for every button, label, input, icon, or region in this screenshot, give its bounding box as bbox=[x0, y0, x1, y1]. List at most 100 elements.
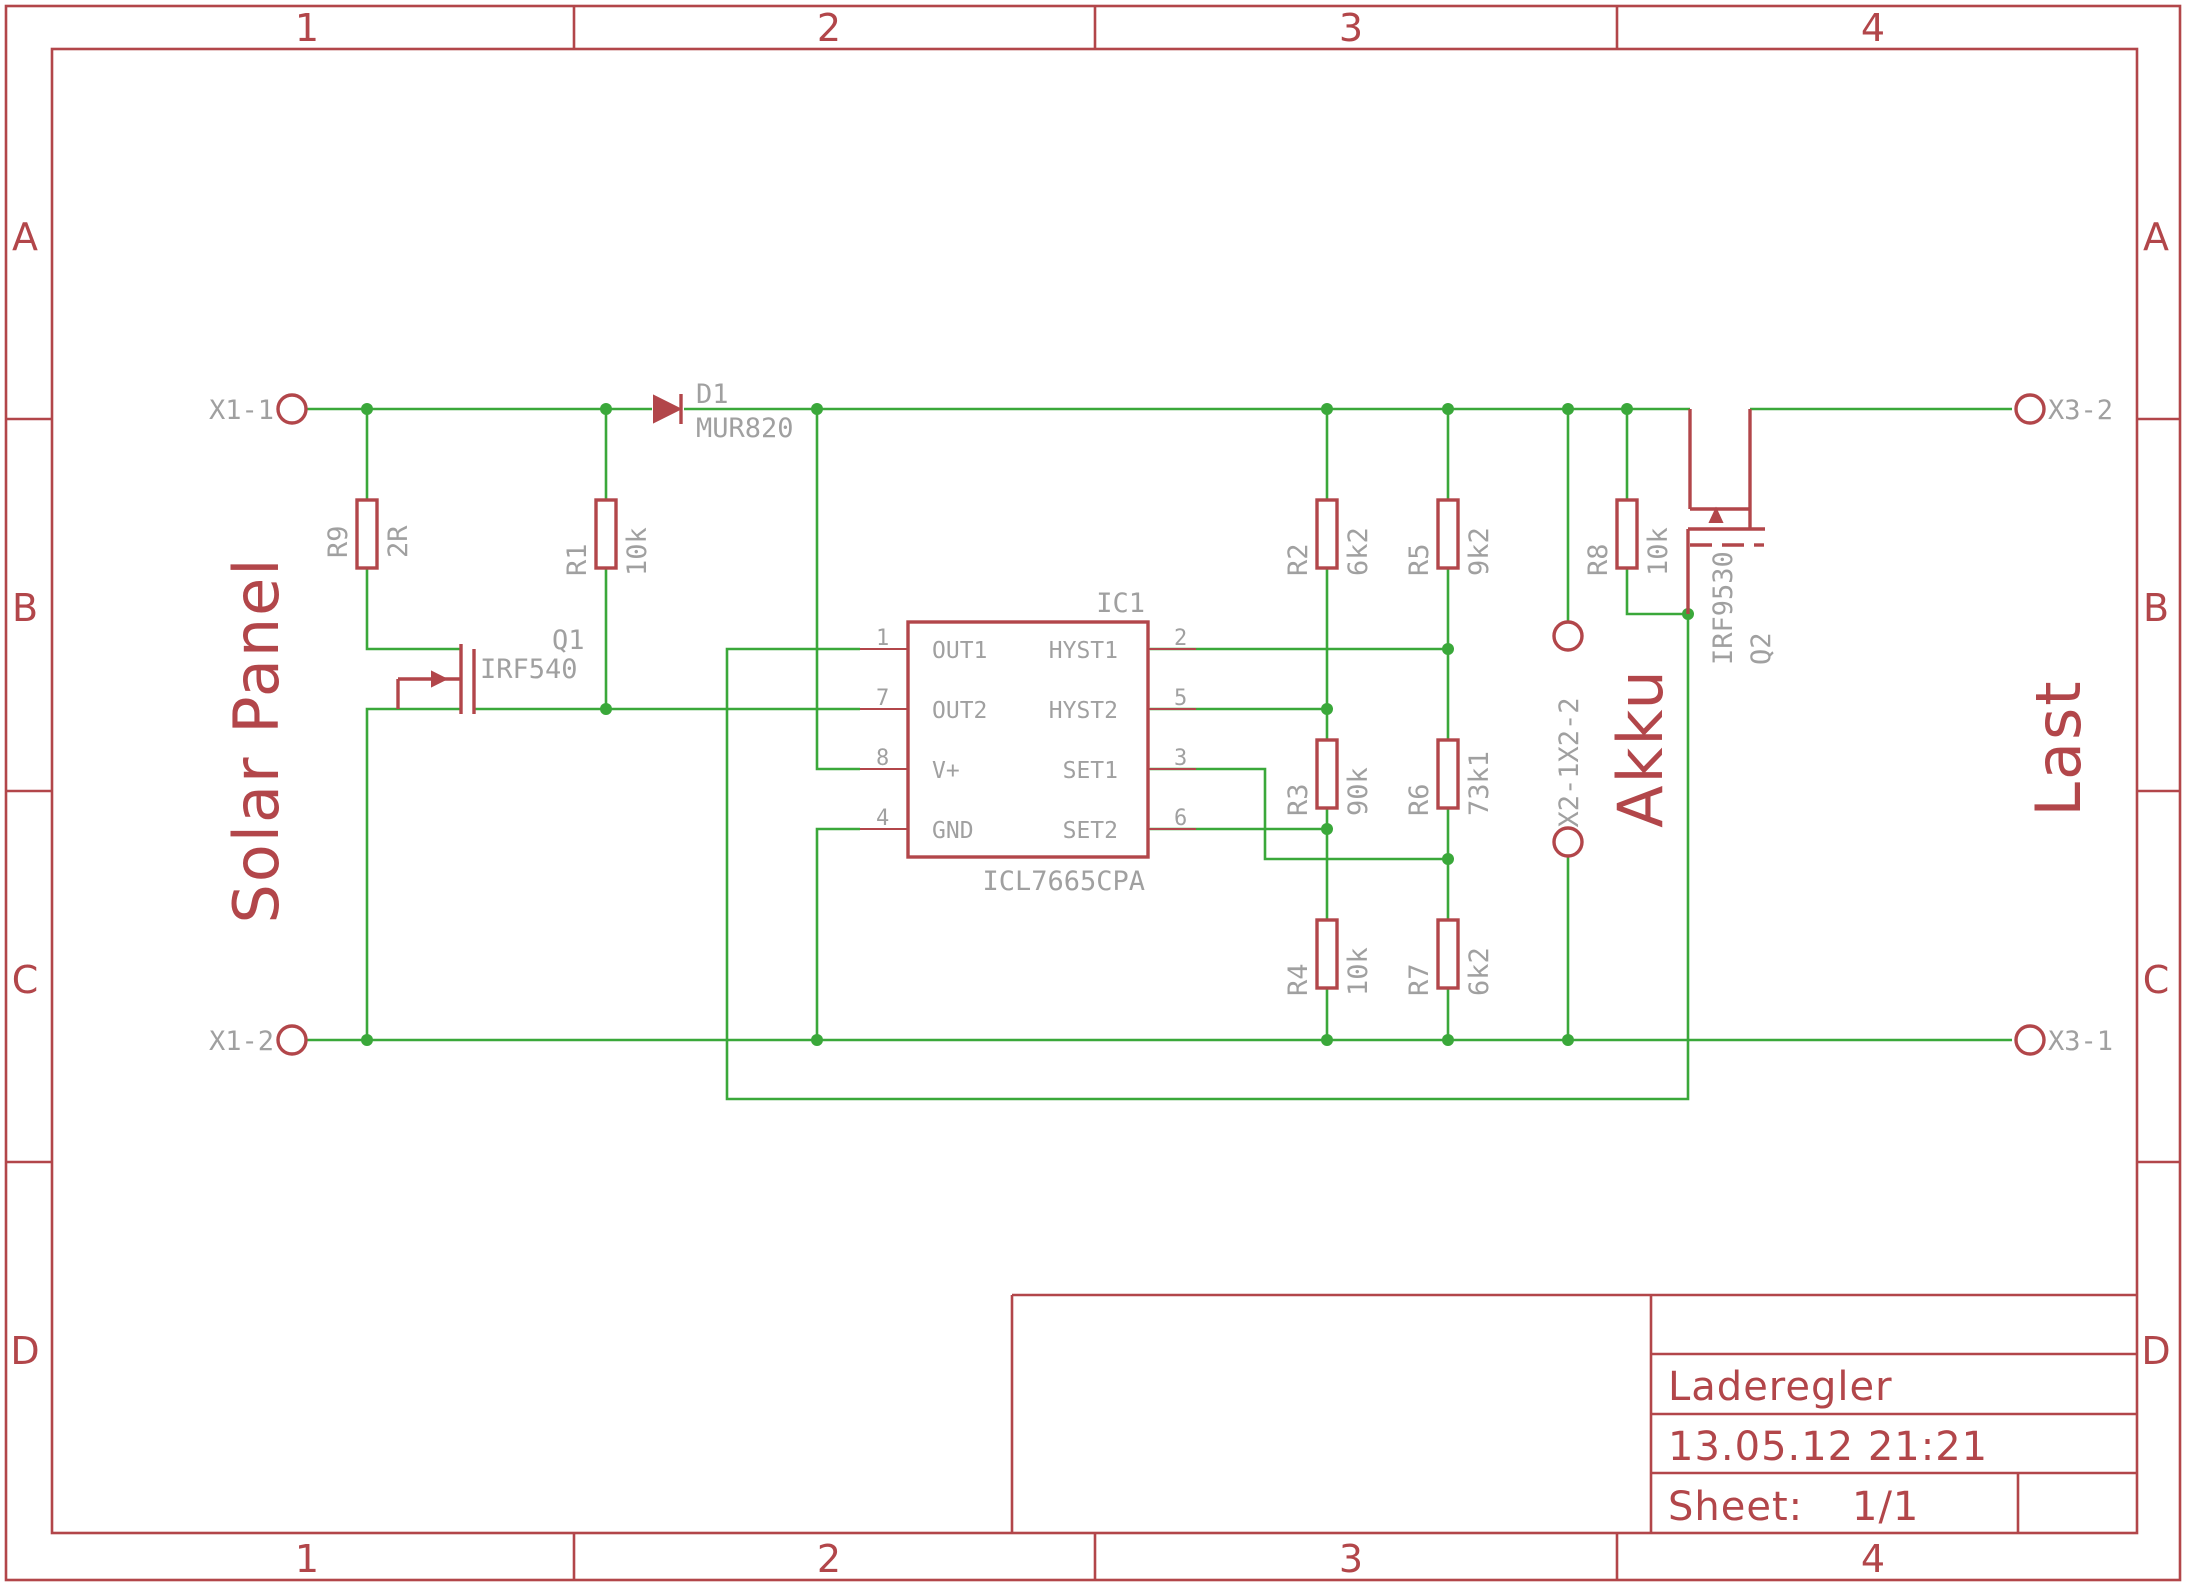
wire-vplus bbox=[815, 409, 860, 771]
resistor-r6: R6 73k1 bbox=[1404, 738, 1495, 816]
resistor-r4: R4 10k bbox=[1283, 918, 1374, 996]
resistor-r8: R8 10k bbox=[1583, 498, 1674, 576]
title-block: Laderegler 13.05.12 21:21 Sheet: 1/1 bbox=[1010, 1293, 2137, 1533]
junction-dot bbox=[600, 403, 612, 415]
component-name: D1 bbox=[696, 379, 729, 410]
component-name: Q1 bbox=[552, 625, 585, 656]
component-name: R8 bbox=[1583, 543, 1614, 576]
mosfet-q2: IRF9530 Q2 bbox=[1686, 409, 1777, 665]
row-label-left: B bbox=[12, 586, 38, 630]
column-label-top: 4 bbox=[1861, 6, 1885, 50]
junction-dot bbox=[1321, 403, 1333, 415]
connector-label: X1-1 bbox=[209, 395, 274, 426]
row-label-right: A bbox=[2143, 215, 2169, 259]
component-name: R2 bbox=[1283, 543, 1314, 576]
component-value: IRF9530 bbox=[1708, 551, 1739, 665]
connector-x2-1: X2-1 bbox=[1552, 762, 1585, 858]
wire-set1 bbox=[1150, 767, 1448, 861]
ic-pin-number: 6 bbox=[1174, 806, 1187, 831]
wire-gnd bbox=[815, 827, 860, 1040]
connector-label: X3-2 bbox=[2048, 395, 2113, 426]
wire-out1-loop bbox=[725, 614, 1690, 1101]
column-label-bottom: 3 bbox=[1339, 1537, 1363, 1581]
junctions bbox=[361, 403, 1694, 1046]
frame-column-labels: 1 2 3 4 1 2 3 4 bbox=[295, 6, 1885, 1581]
junction-dot bbox=[1621, 403, 1633, 415]
label-akku: Akku bbox=[1604, 668, 1677, 828]
title-block-title: Laderegler bbox=[1668, 1364, 1893, 1410]
mosfet-q1: Q1 IRF540 bbox=[396, 625, 585, 714]
junction-dot bbox=[1321, 823, 1333, 835]
column-label-top: 3 bbox=[1339, 6, 1363, 50]
title-block-sheet-label: Sheet: bbox=[1668, 1484, 1803, 1530]
connector-x3-2: X3-2 bbox=[2014, 393, 2113, 426]
title-block-sheet-value: 1/1 bbox=[1852, 1484, 1919, 1530]
ic-pin-label: GND bbox=[932, 818, 974, 844]
ic-pin-label: OUT2 bbox=[932, 698, 987, 724]
column-label-bottom: 4 bbox=[1861, 1537, 1885, 1581]
connector-label: X2-2 bbox=[1554, 697, 1585, 762]
junction-dot bbox=[1442, 643, 1454, 655]
ic-pin-label: V+ bbox=[932, 758, 960, 784]
connector-x1-2: X1-2 bbox=[209, 1024, 308, 1057]
column-label-top: 1 bbox=[295, 6, 319, 50]
wires bbox=[306, 407, 2012, 1101]
component-name: Q2 bbox=[1746, 632, 1777, 665]
ic-pin-number: 4 bbox=[876, 806, 889, 831]
ic-pin-number: 2 bbox=[1174, 626, 1187, 651]
component-value: 6k2 bbox=[1464, 947, 1495, 996]
connector-label: X1-2 bbox=[209, 1026, 274, 1057]
ic-pin-number: 5 bbox=[1174, 686, 1187, 711]
connector-label: X3-1 bbox=[2048, 1026, 2113, 1057]
wire-q1-source bbox=[365, 707, 461, 1040]
junction-dot bbox=[811, 1034, 823, 1046]
resistor-r3: R3 90k bbox=[1283, 738, 1374, 816]
connector-x3-1: X3-1 bbox=[2014, 1024, 2113, 1057]
resistor-r1: R1 10k bbox=[562, 498, 653, 576]
component-value: 2R bbox=[383, 525, 414, 558]
resistor-r9: R9 2R bbox=[323, 498, 414, 570]
component-value: 73k1 bbox=[1464, 751, 1495, 816]
component-name: R6 bbox=[1404, 783, 1435, 816]
row-label-left: A bbox=[12, 215, 38, 259]
junction-dot bbox=[1442, 853, 1454, 865]
resistor-r2: R2 6k2 bbox=[1283, 498, 1374, 576]
component-value: IRF540 bbox=[480, 654, 578, 685]
ic-pin-number: 1 bbox=[876, 626, 889, 651]
component-value: 10k bbox=[622, 527, 653, 576]
ic-pin-number: 7 bbox=[876, 686, 889, 711]
ic1-icl7665cpa: IC1 ICL7665CPA 1 7 8 4 2 5 3 6 OUT1 OUT2… bbox=[860, 588, 1196, 897]
label-solar-panel: Solar Panel bbox=[220, 557, 293, 924]
component-name: R5 bbox=[1404, 543, 1435, 576]
junction-dot bbox=[811, 403, 823, 415]
component-value: MUR820 bbox=[696, 413, 794, 444]
junction-dot bbox=[361, 403, 373, 415]
frame-row-labels: A B C D A B C D bbox=[10, 215, 2170, 1373]
junction-dot bbox=[1442, 1034, 1454, 1046]
junction-dot bbox=[1321, 1034, 1333, 1046]
column-label-bottom: 2 bbox=[817, 1537, 841, 1581]
row-label-right: B bbox=[2143, 586, 2169, 630]
column-label-top: 2 bbox=[817, 6, 841, 50]
ic-pin-number: 3 bbox=[1174, 746, 1187, 771]
component-value: 6k2 bbox=[1343, 527, 1374, 576]
junction-dot bbox=[1442, 403, 1454, 415]
label-last: Last bbox=[2022, 679, 2095, 816]
component-name: R1 bbox=[562, 543, 593, 576]
ic-pin-number: 8 bbox=[876, 746, 889, 771]
component-value: 9k2 bbox=[1464, 527, 1495, 576]
ic-pin-label: SET2 bbox=[1063, 818, 1118, 844]
ic-pin-label: OUT1 bbox=[932, 638, 987, 664]
row-label-left: C bbox=[12, 958, 39, 1002]
component-name: R3 bbox=[1283, 783, 1314, 816]
ic-pin-label: HYST1 bbox=[1049, 638, 1118, 664]
column-label-bottom: 1 bbox=[295, 1537, 319, 1581]
component-value: 10k bbox=[1343, 947, 1374, 996]
junction-dot bbox=[1321, 703, 1333, 715]
junction-dot bbox=[1562, 1034, 1574, 1046]
connector-x1-1: X1-1 bbox=[209, 393, 308, 426]
ic-pin-label: HYST2 bbox=[1049, 698, 1118, 724]
junction-dot bbox=[361, 1034, 373, 1046]
wire-r8-to-q2 bbox=[1625, 568, 1688, 616]
